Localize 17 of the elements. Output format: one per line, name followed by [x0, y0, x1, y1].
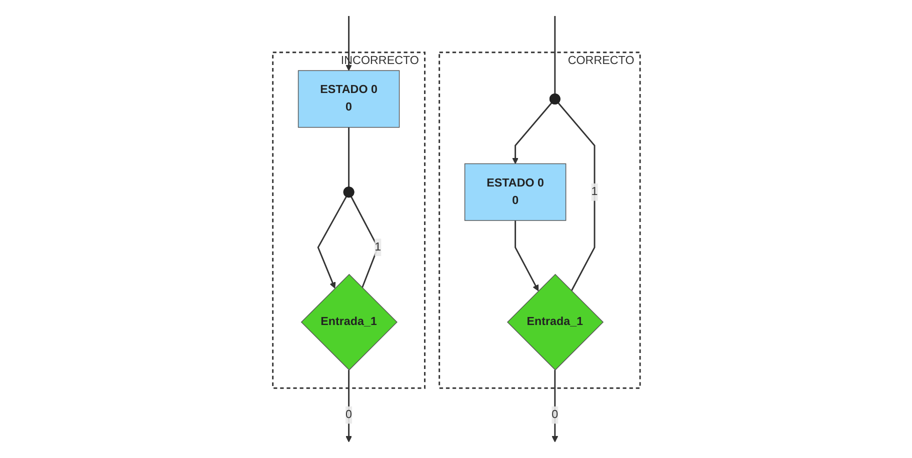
- edge-label: 1: [374, 240, 381, 254]
- arrow: [512, 102, 552, 164]
- node-box: ESTADO 0 0: [464, 163, 566, 221]
- node-box: ESTADO 0 0: [297, 70, 400, 128]
- arrow: [316, 196, 347, 289]
- edge-label: 1: [590, 186, 598, 198]
- node-diamond: Entrada_1: [506, 274, 604, 370]
- edge-label: 0: [551, 408, 558, 421]
- connector: [557, 102, 595, 292]
- connector: [554, 16, 556, 94]
- node-diamond: Entrada_1: [300, 274, 398, 370]
- arrow: [345, 370, 352, 442]
- arrow: [345, 16, 352, 71]
- connector: [348, 127, 350, 188]
- arrow: [551, 370, 558, 442]
- arrow: [514, 220, 538, 292]
- edge-label: 0: [345, 408, 352, 421]
